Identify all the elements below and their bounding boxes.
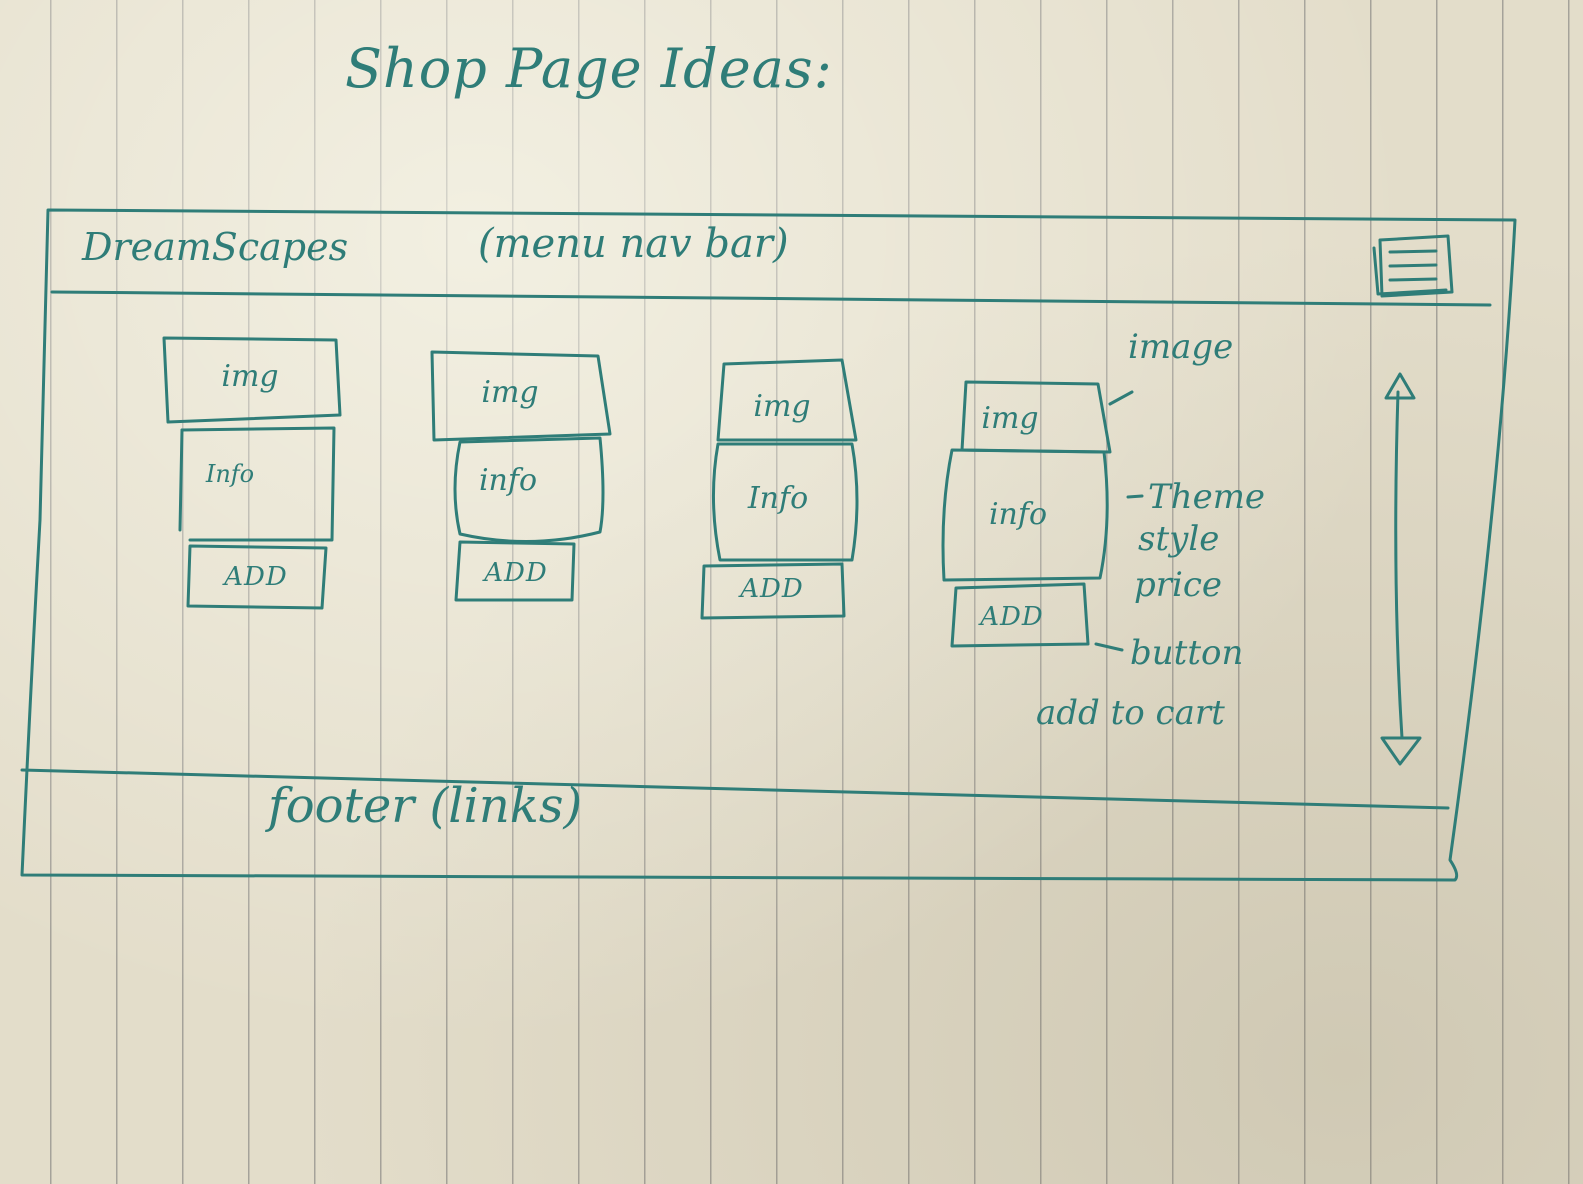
leader-theme — [1126, 494, 1144, 499]
footer-divider — [20, 768, 1450, 810]
annotation-add-to-cart: add to cart — [1036, 693, 1225, 733]
navbar-divider — [50, 290, 1492, 307]
annotation-style: style — [1138, 519, 1220, 559]
product-card-3 — [700, 358, 859, 620]
product-card-2 — [430, 350, 612, 602]
navbar-note: (menu nav bar) — [478, 221, 789, 267]
product-card-4 — [941, 380, 1112, 648]
info-box — [941, 448, 1109, 582]
page-frame — [20, 208, 1517, 882]
product-1-image-label: img — [221, 359, 279, 394]
product-2-info-label: info — [478, 463, 538, 498]
product-card-1 — [162, 336, 342, 610]
product-3-info-label: Info — [747, 481, 809, 516]
image-box — [430, 350, 612, 442]
info-box — [453, 436, 605, 543]
add-button-box — [454, 540, 576, 602]
product-4-info-label: info — [988, 497, 1048, 532]
vertical-scroll-arrows-icon — [1380, 372, 1422, 766]
annotation-image: image — [1128, 327, 1234, 367]
add-button-box — [950, 582, 1090, 648]
product-3-add-button[interactable]: ADD — [740, 574, 804, 604]
sketch-title: Shop Page Ideas: — [345, 37, 833, 100]
add-button-box — [700, 562, 846, 620]
product-1-add-button[interactable]: ADD — [224, 562, 288, 592]
add-button-box — [186, 544, 328, 610]
product-2-add-button[interactable]: ADD — [484, 558, 548, 588]
footer-note: footer (links) — [268, 778, 583, 834]
brand-logo-text: DreamScapes — [82, 225, 349, 269]
image-box — [960, 380, 1112, 454]
annotation-price: price — [1134, 565, 1223, 605]
annotation-button: button — [1130, 633, 1244, 673]
annotation-theme: Theme — [1148, 477, 1266, 517]
product-4-image-label: img — [981, 401, 1039, 436]
info-box — [180, 426, 336, 542]
leader-button — [1094, 642, 1124, 652]
leader-image — [1108, 390, 1134, 406]
product-2-image-label: img — [481, 375, 539, 410]
info-box — [711, 442, 859, 562]
product-1-info-label: Info — [205, 460, 255, 488]
image-box — [162, 336, 342, 424]
hamburger-menu-icon — [1372, 234, 1454, 298]
image-box — [716, 358, 858, 442]
product-3-image-label: img — [753, 389, 811, 424]
product-4-add-button[interactable]: ADD — [980, 602, 1044, 632]
